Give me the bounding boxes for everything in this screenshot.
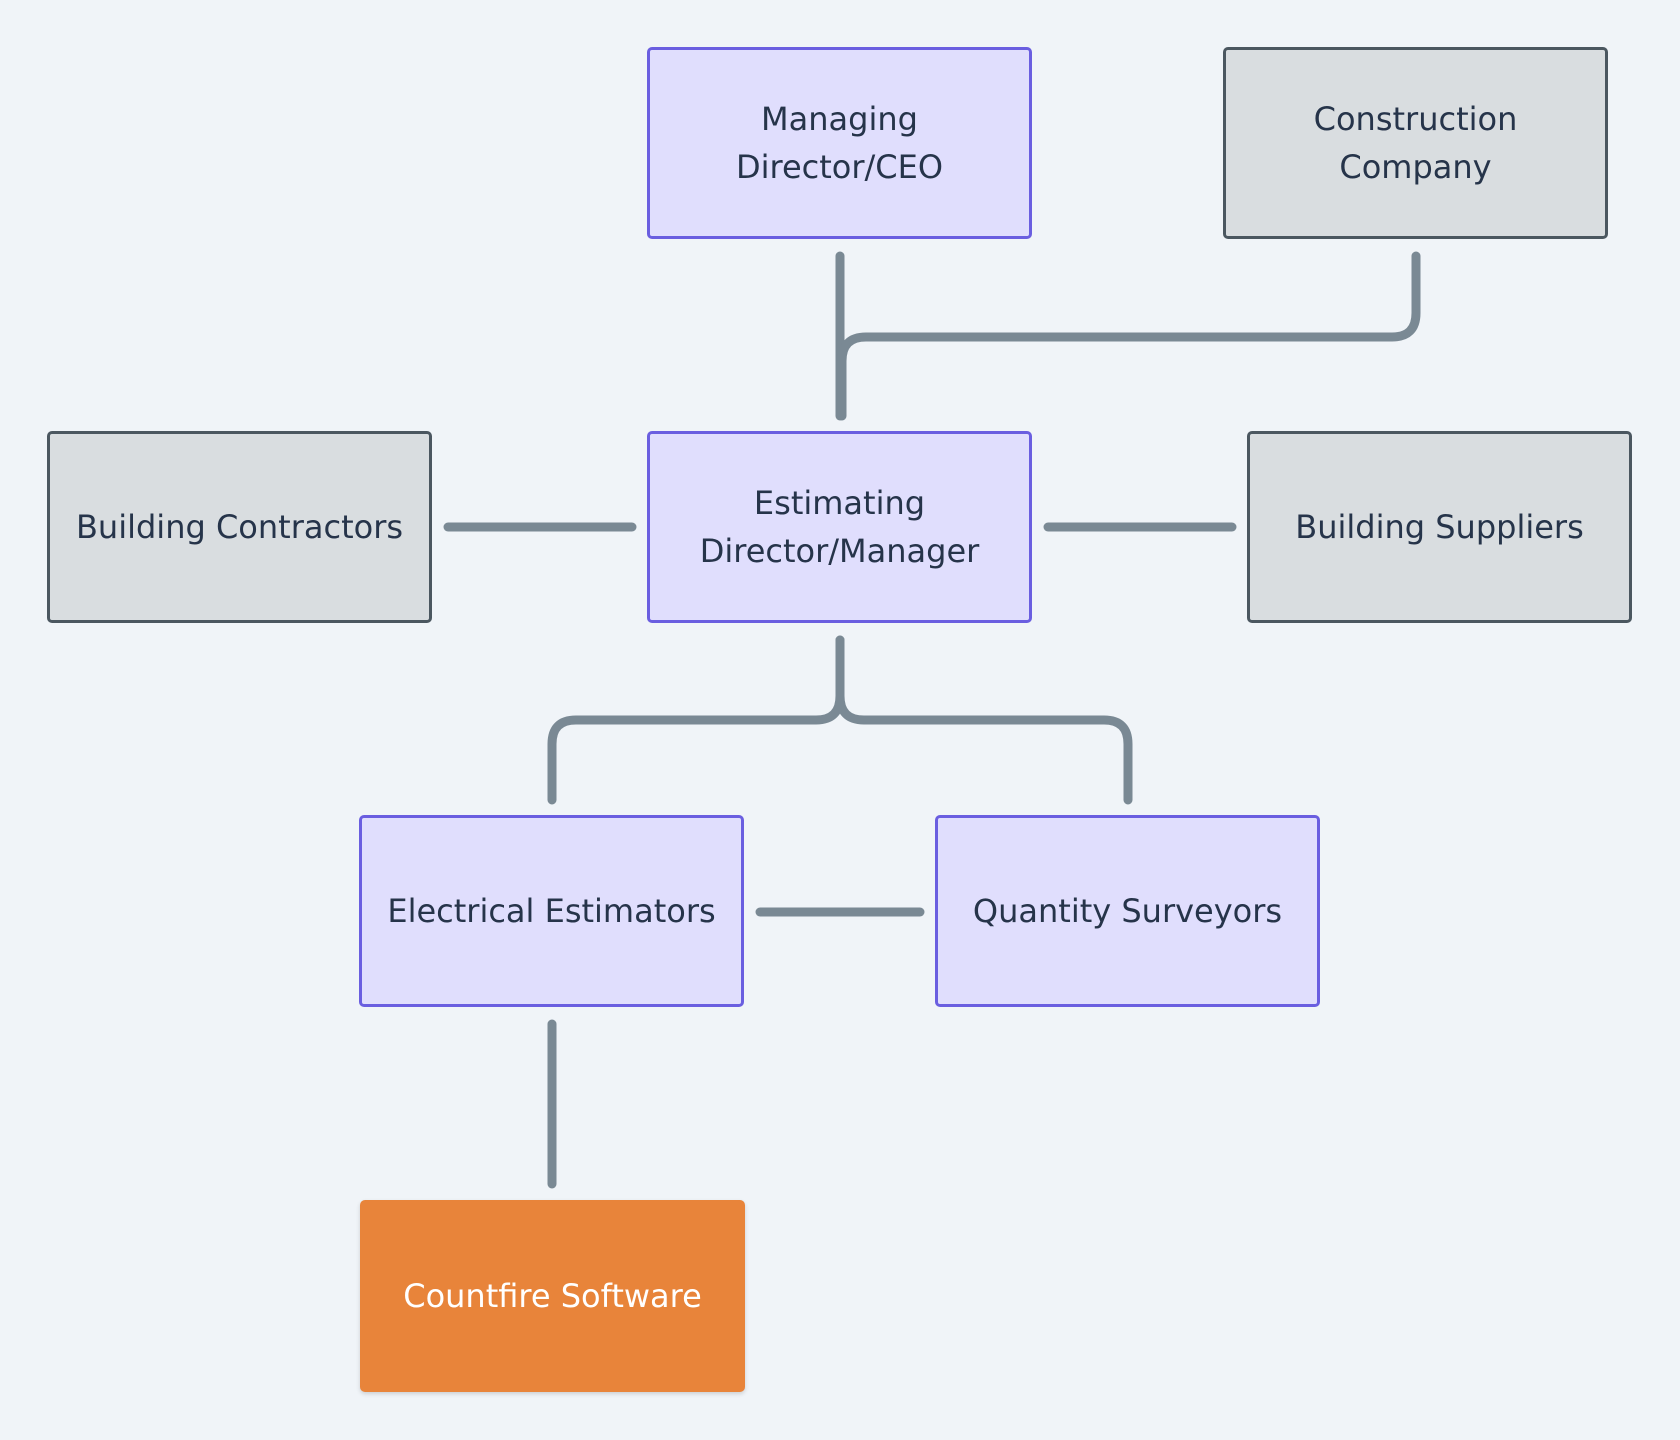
node-electrical-estimators-label: Electrical Estimators — [387, 892, 716, 930]
node-managing-director-label: Managing Director/CEO — [735, 100, 944, 186]
connector-estimating-to-quantity — [835, 635, 1133, 805]
node-countfire-software[interactable]: Countfire Software — [360, 1200, 745, 1392]
node-estimating-director[interactable]: Estimating Director/Manager — [647, 431, 1032, 623]
node-quantity-surveyors-label: Quantity Surveyors — [972, 892, 1283, 930]
node-estimating-director-label: Estimating Director/Manager — [699, 484, 980, 570]
node-quantity-surveyors[interactable]: Quantity Surveyors — [935, 815, 1320, 1007]
node-building-contractors-label: Building Contractors — [75, 508, 404, 546]
connector-estimating-to-electrical — [547, 635, 845, 805]
node-building-suppliers-label: Building Suppliers — [1295, 508, 1584, 546]
node-managing-director[interactable]: Managing Director/CEO — [647, 47, 1032, 239]
node-countfire-software-label: Countfire Software — [403, 1277, 702, 1315]
node-construction-company-label: Construction Company — [1313, 100, 1518, 186]
node-building-contractors[interactable]: Building Contractors — [47, 431, 432, 623]
node-building-suppliers[interactable]: Building Suppliers — [1247, 431, 1632, 623]
node-construction-company[interactable]: Construction Company — [1223, 47, 1608, 239]
node-electrical-estimators[interactable]: Electrical Estimators — [359, 815, 744, 1007]
connector-construction-to-estimating — [837, 251, 1421, 421]
